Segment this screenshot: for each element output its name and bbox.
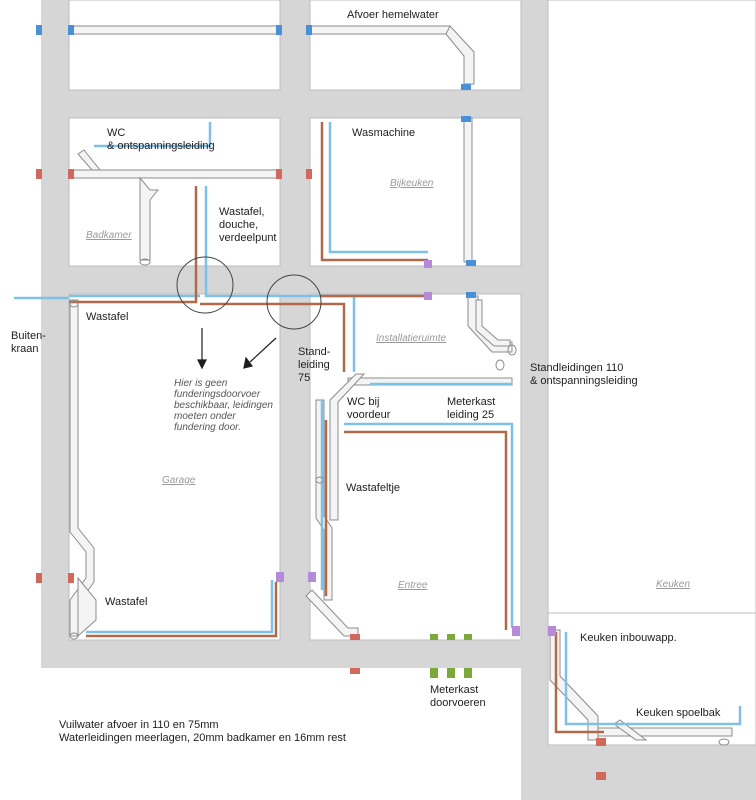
water-blue-keuken — [564, 632, 742, 726]
room-label-keuken: Keuken — [656, 579, 690, 590]
drain-pipe-wc-voordeur — [329, 373, 366, 521]
label-keuken-inbouw: Keuken inbouwapp. — [580, 632, 677, 644]
water-blue-entree — [344, 422, 514, 628]
room-label-garage: Garage — [162, 475, 196, 486]
label-wc-ontspanning: WC & ontspanningsleiding — [107, 127, 215, 152]
label-buitenkraan: Buiten- kraan — [11, 330, 46, 355]
outlet-keuken — [718, 738, 730, 746]
legend-line-2: Waterleidingen meerlagen, 20mm badkamer … — [59, 732, 346, 744]
label-afvoer-hemelwater: Afvoer hemelwater — [347, 9, 439, 21]
drain-pipe-keuken-h — [597, 727, 733, 737]
room-keuken — [547, 0, 756, 614]
drain-pipe-install-v2 — [475, 299, 511, 347]
water-brown-garage-bottom — [86, 582, 278, 638]
room-keuken-lower — [547, 612, 756, 746]
highlight-circle-left — [176, 256, 234, 314]
drain-pipe-badkamer — [68, 169, 281, 179]
room-label-bijkeuken: Bijkeuken — [390, 178, 434, 189]
room-label-entree: Entree — [398, 580, 428, 591]
drain-pipe-top-right — [309, 25, 451, 35]
drain-pipe-badkamer-down — [139, 176, 160, 261]
outlet-garage-top — [69, 300, 79, 308]
water-brown-keuken — [554, 632, 604, 734]
label-wastafeltje: Wastafeltje — [346, 482, 401, 494]
label-wastafel-garage-top: Wastafel — [86, 311, 129, 323]
label-standleidingen-110: Standleidingen 110 & ontspanningsleiding — [530, 362, 638, 387]
arrow-diagonal — [249, 337, 277, 363]
label-wastafel-douche: Wastafel, douche, verdeelpunt — [219, 206, 277, 244]
highlight-circle-right — [266, 274, 322, 330]
water-brown-bijkeuken — [320, 122, 428, 262]
outlet-wastafeltje — [315, 476, 325, 484]
water-blue-wc — [94, 122, 212, 148]
label-wastafel-garage-bottom: Wastafel — [105, 596, 148, 608]
room-badkamer — [68, 117, 281, 267]
room-label-badkamer: Badkamer — [86, 230, 132, 241]
drain-pipe-badkamer-wc — [77, 149, 102, 171]
label-meterkast-leiding: Meterkast leiding 25 — [447, 396, 496, 421]
label-standleiding-75: Stand- leiding 75 — [298, 346, 331, 384]
water-blue-garage-right — [86, 580, 274, 634]
label-wc-voordeur: WC bij voordeur — [347, 396, 391, 421]
room-bijkeuken — [309, 117, 522, 267]
label-meterkast-doorvoeren: Meterkast doorvoeren — [430, 684, 486, 709]
room-garage — [68, 293, 281, 641]
water-brown-garage-top — [200, 302, 346, 372]
drain-pipe-garage-bottom — [77, 576, 97, 638]
room-top-left — [68, 0, 281, 91]
connectors-red — [36, 169, 606, 780]
drain-pipe-bijkeuken-v — [463, 117, 473, 263]
outlet-install — [507, 344, 517, 356]
outlet-install-2 — [495, 359, 505, 371]
room-top-right — [309, 0, 522, 91]
room-label-installatieruimte: Installatieruimte — [376, 333, 447, 344]
drain-pipe-top-left — [68, 25, 281, 35]
label-keuken-spoelbak: Keuken spoelbak — [636, 707, 721, 719]
water-blue-bijkeuken — [328, 122, 428, 254]
label-wasmachine: Wasmachine — [352, 127, 416, 139]
outlet-badkamer — [139, 258, 151, 266]
connectors-green — [430, 634, 472, 678]
connectors-blue — [36, 25, 476, 298]
legend-line-1: Vuilwater afvoer in 110 en 75mm — [59, 719, 219, 731]
water-brown-entree — [344, 430, 508, 630]
note-fundering: Hier is geen funderingsdoorvoer beschikb… — [174, 378, 273, 433]
water-brown-badkamer — [69, 186, 198, 304]
outlet-garage-bottom — [69, 632, 79, 640]
connectors-purple — [276, 260, 556, 636]
drain-pipe-stand75 — [315, 399, 333, 601]
